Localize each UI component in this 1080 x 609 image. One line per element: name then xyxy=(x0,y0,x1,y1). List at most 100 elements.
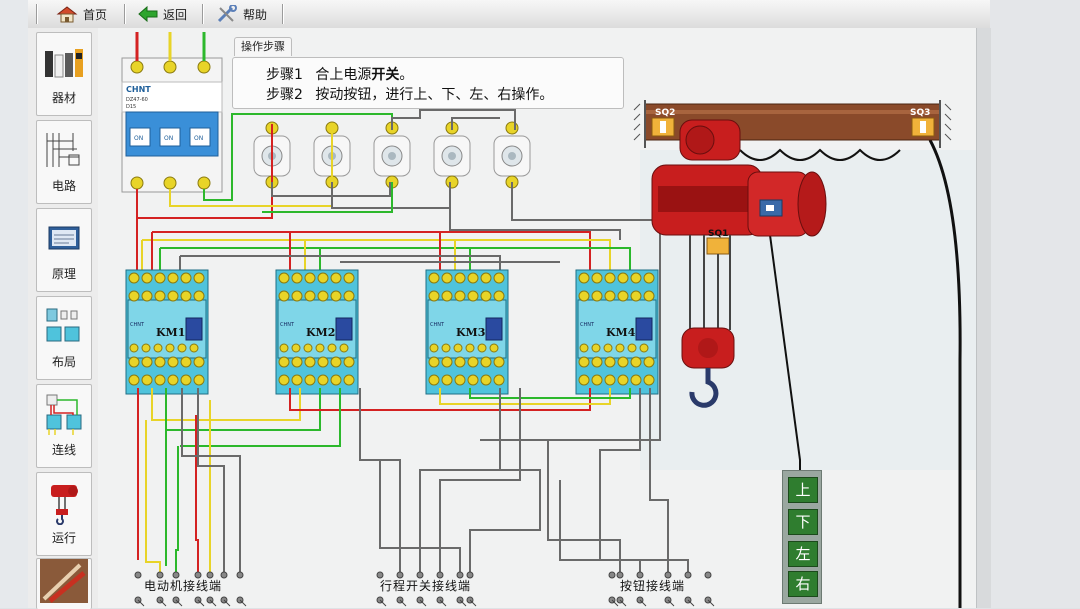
vertical-scrollbar[interactable] xyxy=(976,28,991,608)
help-button[interactable]: 帮助 xyxy=(216,3,267,25)
back-button[interactable]: 返回 xyxy=(138,3,187,25)
sq3-label: SQ3 xyxy=(910,108,930,118)
sq1-label: SQ1 xyxy=(708,229,728,239)
up-button[interactable]: 上 xyxy=(788,477,818,503)
toolbar-separator xyxy=(124,4,126,24)
sidebar-item-label: 连线 xyxy=(51,443,76,457)
button-terminal-label: 按钮接线端 xyxy=(620,579,686,593)
equipment-icon xyxy=(43,39,85,85)
limit-switch-terminal-label: 行程开关接线端 xyxy=(380,579,472,593)
sidebar-item-label: 原理 xyxy=(51,267,76,281)
contactor-km4[interactable]: CHNT KM4 xyxy=(575,269,659,395)
breaker-brand: CHNT xyxy=(126,85,151,94)
step-2-text: 按动按钮，进行上、下、左、右操作。 xyxy=(315,87,554,103)
step-1-number: 步骤1 xyxy=(266,67,303,83)
down-button[interactable]: 下 xyxy=(788,509,818,535)
terminal-screw[interactable] xyxy=(172,571,183,607)
breaker-on-label: ON xyxy=(164,135,173,142)
contactor-brand: CHNT xyxy=(130,322,145,328)
breaker-on-label: ON xyxy=(194,135,203,142)
step-1-bold: 开关 xyxy=(371,67,400,83)
terminal-screw[interactable] xyxy=(684,571,695,607)
terminal-screw[interactable] xyxy=(416,571,427,607)
terminal-screw[interactable] xyxy=(466,571,477,607)
sq2-label: SQ2 xyxy=(655,108,675,118)
sidebar-item-circuit[interactable]: 电路 xyxy=(36,120,92,204)
toolbar-separator xyxy=(36,4,38,24)
step-1: 步骤1 合上电源开关。 xyxy=(266,64,413,84)
help-label: 帮助 xyxy=(243,7,268,22)
limit-switch-sq2[interactable]: SQ2 xyxy=(651,108,675,137)
terminal-screw[interactable] xyxy=(664,571,675,607)
terminal-screw[interactable] xyxy=(156,571,167,607)
sidebar-item-wiring[interactable]: 连线 xyxy=(36,384,92,468)
terminal-screw[interactable] xyxy=(236,571,247,607)
terminal-screw[interactable] xyxy=(704,571,715,607)
terminal-screw[interactable] xyxy=(206,571,217,607)
left-button[interactable]: 左 xyxy=(788,541,818,567)
terminal-screw[interactable] xyxy=(134,571,145,607)
outer-right-margin xyxy=(990,0,1080,608)
circuit-icon xyxy=(43,127,85,173)
steps-panel xyxy=(232,57,624,109)
principle-icon xyxy=(43,215,85,261)
terminal-screw[interactable] xyxy=(220,571,231,607)
tools-icon xyxy=(40,559,88,603)
breaker-model: DZ47-60 xyxy=(126,97,148,103)
contactor-label: KM3 xyxy=(456,326,485,339)
terminal-screw[interactable] xyxy=(436,571,447,607)
contactor-label: KM4 xyxy=(606,326,636,339)
toolbar: 首页 返回 帮助 xyxy=(28,0,990,29)
hoist-crane: SQ2 SQ3 SQ1 xyxy=(633,100,952,408)
fuse[interactable] xyxy=(373,121,411,189)
step-2-number: 步骤2 xyxy=(266,87,303,103)
layout-icon xyxy=(43,303,85,349)
contactor-brand: CHNT xyxy=(430,322,445,328)
circuit-breaker[interactable]: CHNT DZ47-60 D15 ON ON ON xyxy=(121,57,223,193)
breaker-rating: D15 xyxy=(126,104,136,110)
home-button[interactable]: 首页 xyxy=(56,3,107,25)
contactor-km3[interactable]: CHNT KM3 xyxy=(425,269,509,395)
step-1-end: 。 xyxy=(399,67,414,83)
toolbar-separator xyxy=(202,4,204,24)
home-label: 首页 xyxy=(83,7,108,22)
terminal-screw[interactable] xyxy=(636,571,647,607)
sidebar-item-layout[interactable]: 布局 xyxy=(36,296,92,380)
sidebar: 器材 电路 原理 xyxy=(28,28,99,609)
sidebar-item-label: 电路 xyxy=(51,179,76,193)
terminal-screw[interactable] xyxy=(194,571,205,607)
terminal-screw[interactable] xyxy=(396,571,407,607)
sidebar-item-label: 运行 xyxy=(51,531,76,545)
help-tools-icon xyxy=(217,5,237,23)
sidebar-item-tools[interactable] xyxy=(36,558,92,609)
wiring-icon xyxy=(43,391,85,437)
terminal-screw[interactable] xyxy=(456,571,467,607)
control-pendant: 上 下 左 右 xyxy=(782,470,822,604)
limit-switch-sq3[interactable]: SQ3 xyxy=(910,108,935,137)
outer-left-margin xyxy=(0,0,28,608)
fuse[interactable] xyxy=(493,121,531,189)
right-button[interactable]: 右 xyxy=(788,571,818,597)
step-1-text: 合上电源 xyxy=(315,67,372,83)
terminal-screw[interactable] xyxy=(608,571,619,607)
contactor-brand: CHNT xyxy=(280,322,295,328)
terminal-screw[interactable] xyxy=(376,571,387,607)
limit-switch-sq1[interactable]: SQ1 xyxy=(706,229,730,255)
sidebar-item-principle[interactable]: 原理 xyxy=(36,208,92,292)
contactor-brand: CHNT xyxy=(580,322,595,328)
breaker-on-label: ON xyxy=(134,135,143,142)
sidebar-item-equipment[interactable]: 器材 xyxy=(36,32,92,116)
back-label: 返回 xyxy=(163,7,188,22)
sidebar-item-run[interactable]: 运行 xyxy=(36,472,92,556)
contactor-label: KM1 xyxy=(156,326,185,339)
home-icon xyxy=(56,6,78,23)
toolbar-separator xyxy=(282,4,284,24)
terminal-screw[interactable] xyxy=(616,571,627,607)
sidebar-item-label: 布局 xyxy=(51,355,76,369)
back-arrow-icon xyxy=(138,6,158,22)
contactor-km1[interactable]: CHNT KM1 xyxy=(125,269,209,395)
fuse[interactable] xyxy=(433,121,471,189)
steps-tab[interactable]: 操作步骤 xyxy=(234,37,292,56)
